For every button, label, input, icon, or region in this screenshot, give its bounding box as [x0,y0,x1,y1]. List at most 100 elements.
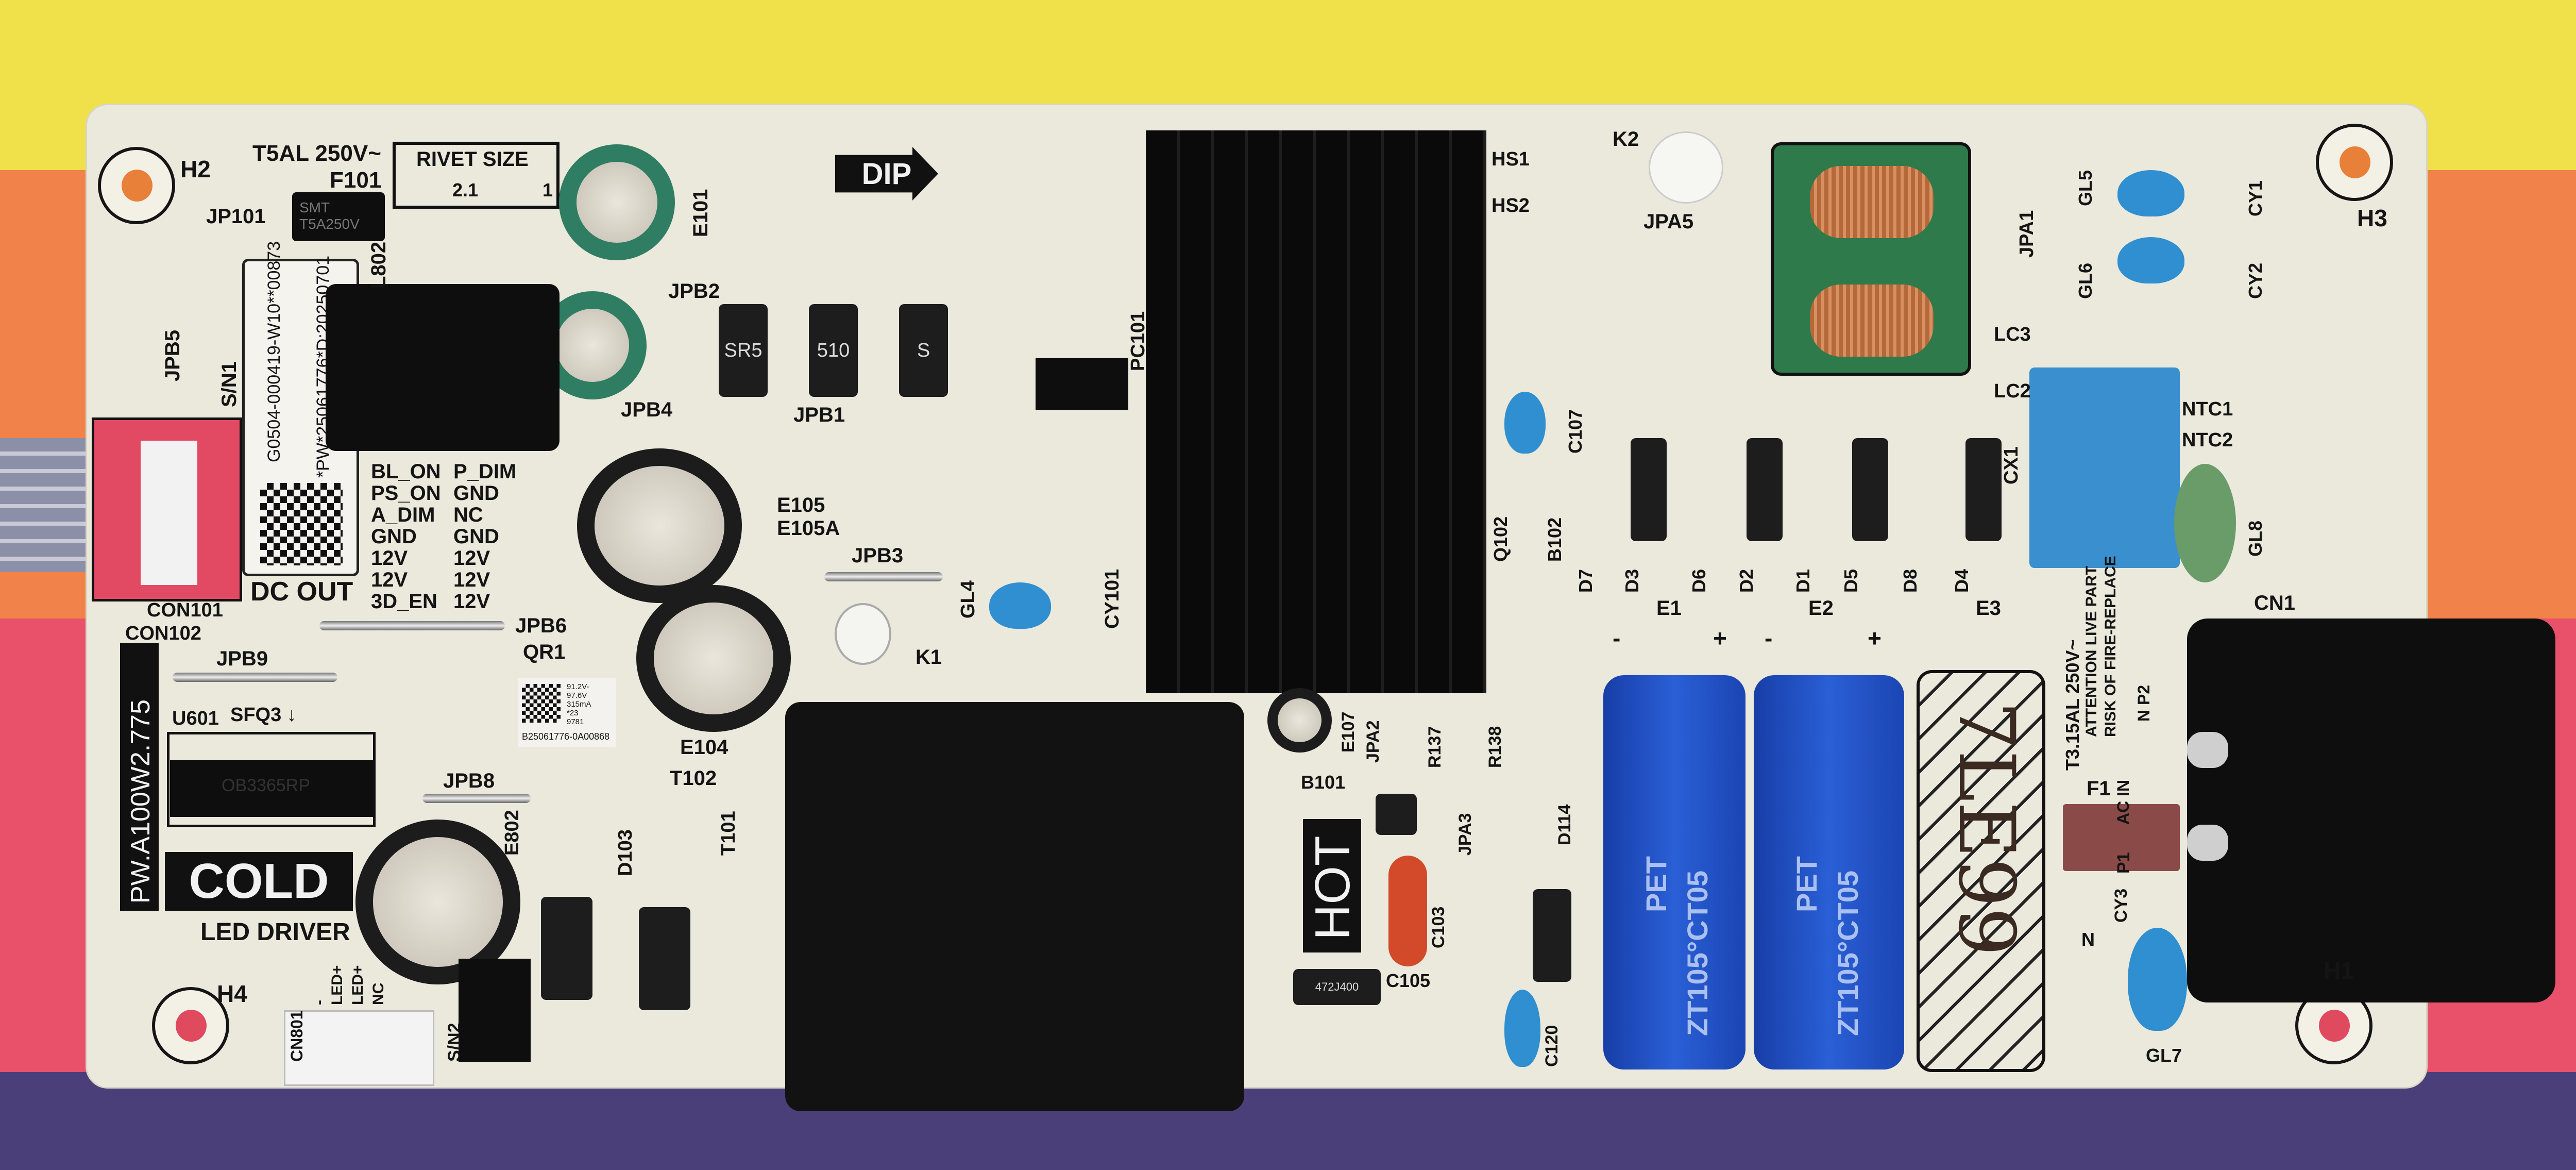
capacitor-cy2 [2117,237,2184,283]
ref-jpb8: JPB8 [443,770,495,792]
relay-k2 [1649,131,1723,204]
rivet-size-label: RIVET SIZE [416,148,529,171]
ref-d8: D8 [1900,569,1921,593]
capacitor-e1-spec: ZT105°CT05 [1681,870,1714,1036]
jumper-jpb3 [824,572,943,581]
ref-e105a: E105A [777,517,840,540]
pinout-left-0: BL_ON [371,460,441,483]
diode-d3 [1631,438,1667,541]
ref-sn1: S/N1 [218,361,241,407]
dc-out-label: DC OUT [250,577,353,607]
ref-d4: D4 [1951,569,1972,593]
wire-harness [0,438,103,572]
ref-hs1: HS1 [1492,148,1530,170]
led-pin-0: - [311,1000,328,1005]
ref-jpb2: JPB2 [668,280,720,303]
ref-jpb9: JPB9 [216,647,268,670]
ref-jpb5: JPB5 [161,329,184,381]
capacitor-e2-brand: PET [1790,856,1823,912]
ref-b101: B101 [1301,772,1346,793]
pinout-right-1: GND [453,482,499,505]
ref-jpb1: JPB1 [793,404,845,426]
ref-cn801: CN801 [287,1010,306,1062]
ref-jpa5: JPA5 [1643,210,1694,233]
diode-d104 [639,907,690,1010]
ref-con101: CON101 [147,599,223,621]
ref-jpb6: JPB6 [515,614,567,637]
e2-minus: - [1765,625,1773,651]
capacitor-e2-spec: ZT105°CT05 [1832,870,1864,1036]
diode-d5 [1852,438,1888,541]
jumper-jpb9 [173,673,337,682]
ref-d103: D103 [615,829,636,876]
qr1-line-4: 9781 [567,717,584,726]
ref-jpb3: JPB3 [852,544,904,567]
jumper-jpb8 [422,794,531,803]
choke-winding-top [1810,166,1934,238]
relay-k1 [835,603,891,665]
pinout-left-1: PS_ON [371,482,441,505]
empty-capacitor-e3-footprint [1917,670,2045,1072]
ref-d114: D114 [1555,804,1574,845]
diode-d103 [541,897,592,1000]
rivet-size-b: 1 [543,179,553,200]
fuse-f1-rating: T3.15AL 250V~ [2062,639,2083,771]
ref-t101: T101 [718,811,739,856]
mounting-hole-h3 [2316,124,2393,201]
ref-k2: K2 [1613,128,1639,151]
pinout-right-2: NC [453,504,483,526]
ref-h1: H1 [2324,957,2354,984]
ref-d3: D3 [1621,569,1642,593]
diode-d114 [1533,889,1571,982]
ref-c105: C105 [1386,970,1431,991]
capacitor-c107 [1504,392,1546,454]
ref-pc101: PC101 [1127,311,1149,371]
ref-ntc2: NTC2 [2182,429,2233,451]
ref-gl4: GL4 [957,580,979,619]
x-capacitor-cx1 [2029,367,2180,568]
ref-e101: E101 [689,189,712,237]
common-mode-choke-lc3 [1771,142,1971,376]
fuse-f101: SMT T5A250V [292,192,385,241]
ref-e107: E107 [1338,711,1358,753]
warning-line-1: ATTENTION LIVE PART [2083,565,2100,737]
diode-d2 [1747,438,1783,541]
led-driver-label: LED DRIVER [200,918,350,946]
pinout-right-4: 12V [453,547,490,570]
diode-d4 [1965,438,2002,541]
qr1-line-3: *23 [567,709,579,717]
ref-cy1: CY1 [2245,180,2266,216]
ref-gl8: GL8 [2245,520,2266,557]
ref-sfq3: SFQ3 ↓ [230,704,297,726]
socket-pin-top [2187,732,2228,768]
capacitor-cy3 [2128,928,2187,1031]
rivet-size-box: RIVET SIZE 2.1 1 [393,142,560,209]
ref-h4: H4 [217,980,247,1007]
pinout-left-3: GND [371,525,417,548]
led-pin-1: LED+ [329,965,346,1005]
ref-l802: L802 [367,241,390,289]
ref-cy3: CY3 [2111,888,2131,923]
pinout-left-5: 12V [371,569,408,591]
ref-e1: E1 [1656,597,1682,620]
diode-sr5: SR5 [719,304,768,397]
ref-k1: K1 [916,646,942,668]
ref-e105: E105 [777,494,825,516]
ic-u601-outline [167,732,376,827]
ntc-thermistor [2174,464,2236,582]
capacitor-e101 [559,144,675,260]
ref-sn2: S/N2 [445,1023,464,1062]
ref-p1: P1 [2114,852,2133,874]
mounting-hole-h2 [98,147,175,224]
led-pin-2: LED+ [349,965,366,1005]
qr1-serial: B25061776-0A00868 [522,731,610,742]
e2-plus: + [1868,625,1882,651]
qr1-line-0: 91.2V- [567,682,589,691]
ref-e104: E104 [680,736,728,759]
transformer-t101 [785,702,1244,1111]
ref-h2: H2 [180,156,211,182]
pinout-left-2: A_DIM [371,504,435,526]
model-number-label: PW.A100W2.775 [120,643,159,911]
ref-jp101: JP101 [206,205,266,228]
ref-c103: C103 [1429,906,1448,948]
